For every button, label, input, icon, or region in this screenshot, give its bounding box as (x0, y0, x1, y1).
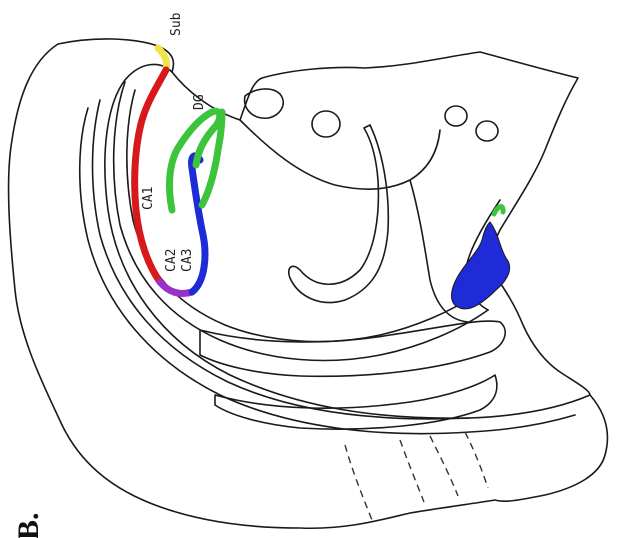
dashed-line-2 (400, 440, 424, 502)
label-ca2: CA2 (164, 249, 179, 272)
label-dg: DG (192, 94, 207, 110)
panel-letter: B. (12, 512, 45, 538)
brain-section-outline (9, 39, 608, 528)
right-inner-contour (240, 120, 440, 189)
dashed-line-4 (465, 432, 488, 488)
ca1-region (135, 70, 166, 282)
dashed-line-3 (430, 436, 458, 496)
label-sub: Sub (169, 12, 184, 36)
small-nucleus-left (312, 111, 340, 137)
right-ca3-blob (452, 222, 510, 309)
central-u-structure (289, 125, 389, 303)
ca2-region (160, 282, 192, 294)
label-ca3: CA3 (180, 249, 195, 272)
right-dg-tip (494, 207, 503, 214)
fimbria-band-lower (215, 375, 497, 429)
small-nucleus-right-a (445, 106, 467, 126)
label-ca1: CA1 (141, 187, 156, 210)
upper-right-contour (172, 52, 590, 395)
dashed-line-1 (345, 445, 372, 520)
small-nucleus-right-b (476, 121, 498, 141)
arc-inner-2 (127, 90, 475, 342)
upper-lobe-blob (245, 89, 284, 118)
